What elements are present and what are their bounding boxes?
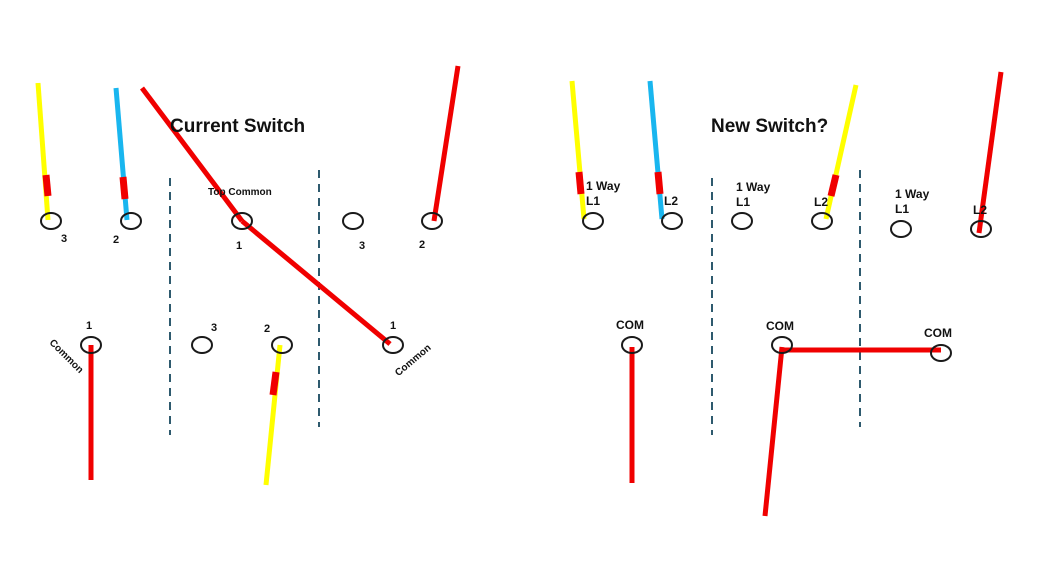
terminal-current-t3-right xyxy=(342,212,364,230)
wire-yellow-l1a xyxy=(569,80,587,220)
terminal-new-com-c xyxy=(930,344,952,362)
label-top-common: Top Common xyxy=(208,187,272,198)
wire-red-common-to-b1 xyxy=(240,219,392,346)
wire-yellow-b2-sleeve xyxy=(269,371,280,396)
wire-yellow-t3-sleeve xyxy=(42,174,52,197)
label-l1-b: L1 xyxy=(736,195,751,209)
terminal-new-com-a xyxy=(621,336,643,354)
label-b1-right: 1 xyxy=(390,320,397,332)
label-t3-right: 3 xyxy=(359,240,366,252)
terminal-new-l1c xyxy=(890,220,912,238)
wire-yellow-l2b-sleeve xyxy=(827,174,840,197)
label-1way-c: 1 Way xyxy=(895,187,930,201)
wire-yellow-t3 xyxy=(35,82,51,221)
wire-red-l2c xyxy=(976,71,1004,234)
label-1way-b: 1 Way xyxy=(736,180,771,194)
terminal-current-b1-right xyxy=(382,336,404,354)
label-l2-c: L2 xyxy=(973,203,988,217)
dividers xyxy=(169,170,861,435)
label-t1-mid: 1 xyxy=(236,240,243,252)
terminal-new-l2b xyxy=(811,212,833,230)
current-switch-title: Current Switch xyxy=(170,116,306,137)
label-l1-a: L1 xyxy=(586,194,601,208)
wires-current xyxy=(35,65,461,486)
label-com-a: COM xyxy=(616,318,644,332)
terminal-new-l1a xyxy=(582,212,604,230)
wire-blue-l2a xyxy=(647,80,665,220)
label-b2-mid: 2 xyxy=(264,323,271,335)
terminal-current-t3 xyxy=(40,212,62,230)
wire-red-common-cross xyxy=(140,86,244,223)
terminal-current-t1 xyxy=(231,212,253,230)
terminal-current-t2 xyxy=(120,212,142,230)
terminal-new-l1b xyxy=(731,212,753,230)
wires-new xyxy=(569,71,1004,517)
label-t2-right: 2 xyxy=(419,239,426,251)
label-com-c: COM xyxy=(924,326,952,340)
terminal-current-b3 xyxy=(191,336,213,354)
wire-blue-l2a-sleeve xyxy=(654,171,664,195)
label-l1-c: L1 xyxy=(895,202,910,216)
terminal-new-com-b xyxy=(771,336,793,354)
new-switch-title: New Switch? xyxy=(711,116,829,137)
terminal-new-l2a xyxy=(661,212,683,230)
wire-blue-t2 xyxy=(113,87,130,221)
label-t2-left: 2 xyxy=(113,234,120,246)
terminals xyxy=(40,212,992,362)
wire-red-t2-right xyxy=(431,65,461,222)
terminal-new-l2c xyxy=(970,220,992,238)
terminal-current-b2 xyxy=(271,336,293,354)
label-t3-left: 3 xyxy=(61,233,68,245)
wire-yellow-l2b xyxy=(823,84,859,220)
terminal-current-t2-right xyxy=(421,212,443,230)
label-com-b: COM xyxy=(766,319,794,333)
label-b3-mid: 3 xyxy=(211,322,218,334)
wire-yellow-l1a-sleeve xyxy=(575,171,585,195)
wire-red-com-b-down xyxy=(762,346,785,517)
label-l2-b: L2 xyxy=(814,195,829,209)
terminal-current-b1 xyxy=(80,336,102,354)
label-b1-left: 1 xyxy=(86,320,93,332)
label-1way-a: 1 Way xyxy=(586,179,621,193)
wire-blue-t2-sleeve xyxy=(119,176,129,200)
wire-yellow-b2 xyxy=(263,344,283,486)
label-l2-a: L2 xyxy=(664,194,679,208)
